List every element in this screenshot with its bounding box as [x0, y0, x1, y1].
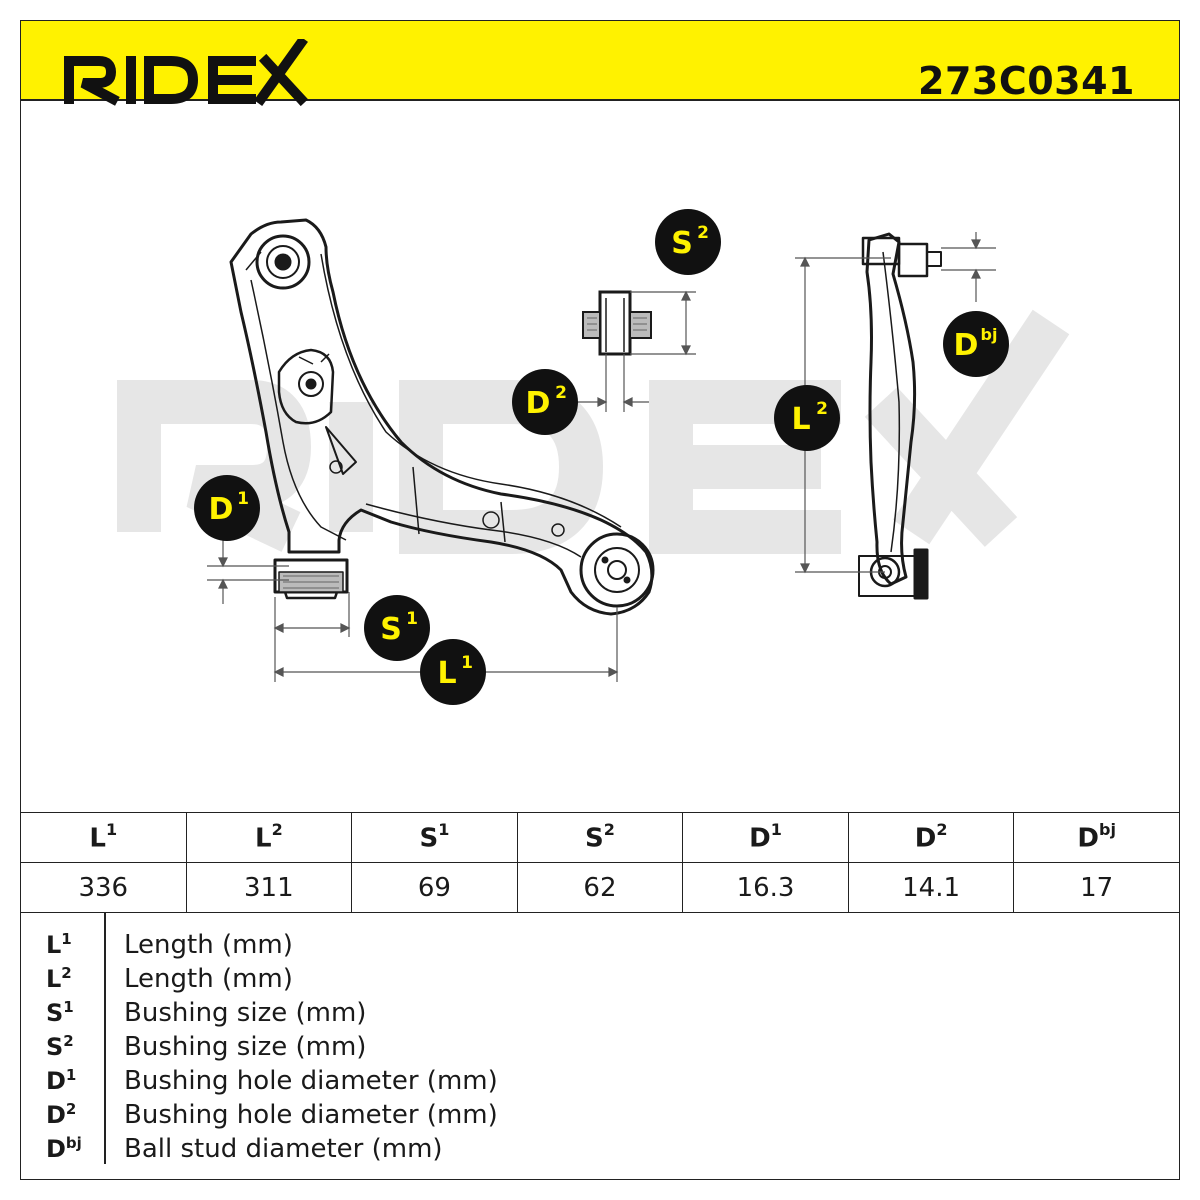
control-arm-side [858, 232, 942, 600]
label-badge-l1: L 1 [420, 639, 486, 705]
label-badge-d2: D 2 [512, 369, 578, 435]
spec-table-header-row: L1 L2 S1 S2 D1 D2 Dbj [20, 812, 1180, 863]
legend-row: D1 Bushing hole diameter (mm) [20, 1066, 1180, 1100]
spec-header-cell: Dbj [1013, 812, 1180, 863]
badge-d1-base: D [209, 492, 234, 527]
badge-s1-base: S [380, 612, 402, 647]
legend-row: D2 Bushing hole diameter (mm) [20, 1100, 1180, 1134]
spec-value-cell: 62 [516, 862, 684, 913]
legend-symbol: S1 [46, 998, 74, 1027]
label-badge-dbj: D bj [943, 311, 1009, 377]
spec-header-cell: S1 [351, 812, 518, 863]
legend-description: Ball stud diameter (mm) [124, 1134, 443, 1164]
label-badge-l2: L 2 [774, 385, 840, 451]
badge-d2-base: D [526, 386, 551, 421]
spec-header-cell: D2 [847, 812, 1015, 863]
legend-symbol: D2 [46, 1100, 77, 1129]
legend-symbol: L2 [46, 964, 72, 993]
label-badge-d1: D 1 [194, 475, 260, 541]
badge-dbj-sup: bj [981, 325, 998, 344]
legend-description: Bushing hole diameter (mm) [124, 1100, 498, 1130]
spec-table: L1 L2 S1 S2 D1 D2 Dbj 336 311 69 62 16.3… [20, 812, 1180, 913]
legend-symbol: Dbj [46, 1134, 82, 1163]
legend-description: Bushing size (mm) [124, 998, 367, 1028]
badge-l1-sup: 1 [461, 653, 473, 673]
legend-row: S2 Bushing size (mm) [20, 1032, 1180, 1066]
legend-row: L1 Length (mm) [20, 930, 1180, 964]
part-number: 273C0341 [918, 59, 1135, 103]
spec-value-cell: 336 [20, 862, 187, 913]
legend-divider [104, 912, 106, 1164]
spec-value-cell: 69 [351, 862, 518, 913]
technical-drawing: S 2 D 2 D 1 S 1 L 1 L 2 D bj [117, 209, 1070, 705]
legend-symbol: L1 [46, 930, 72, 959]
legend-description: Length (mm) [124, 964, 293, 994]
spec-table-value-row: 336 311 69 62 16.3 14.1 17 [20, 862, 1180, 913]
legend-symbol: S2 [46, 1032, 74, 1061]
spec-header-cell: S2 [516, 812, 684, 863]
spec-header-cell: L2 [185, 812, 353, 863]
spec-header-cell: D1 [682, 812, 849, 863]
spec-value-cell: 16.3 [682, 862, 849, 913]
legend-row: S1 Bushing size (mm) [20, 998, 1180, 1032]
legend-description: Bushing size (mm) [124, 1032, 367, 1062]
legend-symbol: D1 [46, 1066, 77, 1095]
badge-l2-sup: 2 [816, 399, 828, 419]
badge-s1-sup: 1 [406, 609, 418, 629]
spec-header-cell: L1 [20, 812, 187, 863]
spec-value-cell: 17 [1013, 862, 1180, 913]
badge-s2-base: S [671, 226, 693, 261]
badge-dbj-base: D [954, 328, 979, 363]
legend-description: Bushing hole diameter (mm) [124, 1066, 498, 1096]
label-badge-s1: S 1 [364, 595, 430, 661]
header-bar: 273C0341 [20, 20, 1180, 107]
badge-l1-base: L [437, 656, 456, 691]
bushing-detail [582, 290, 652, 356]
spec-value-cell: 311 [185, 862, 353, 913]
badge-d1-sup: 1 [237, 489, 249, 509]
badge-l2-base: L [791, 402, 810, 437]
legend-description: Length (mm) [124, 930, 293, 960]
brand-logo [64, 39, 309, 107]
badge-d2-sup: 2 [555, 383, 567, 403]
dimension-lines-bushing [566, 290, 696, 412]
label-badge-s2: S 2 [655, 209, 721, 275]
legend: L1 Length (mm) L2 Length (mm) S1 Bushing… [20, 912, 1180, 1180]
spec-value-cell: 14.1 [847, 862, 1015, 913]
control-arm-front [229, 218, 655, 616]
legend-row: L2 Length (mm) [20, 964, 1180, 998]
legend-row: Dbj Ball stud diameter (mm) [20, 1134, 1180, 1168]
badge-s2-sup: 2 [697, 223, 709, 243]
